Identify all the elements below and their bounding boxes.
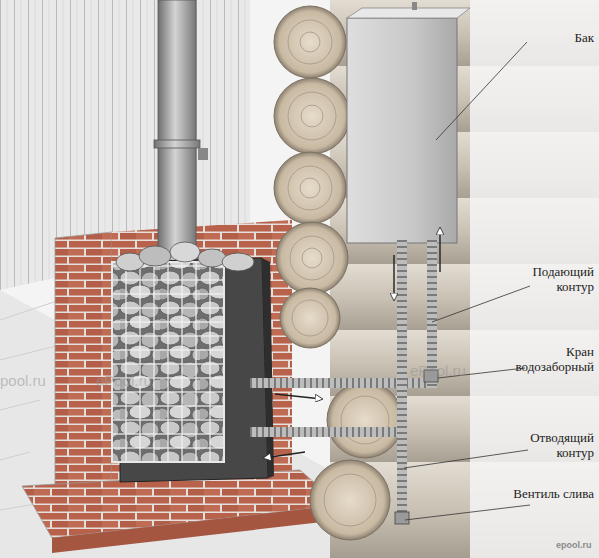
watermark: ePool.ru <box>96 372 152 389</box>
part-label: Подающий контур <box>498 264 594 294</box>
part-label: Бак <box>470 30 594 45</box>
drain-valve <box>395 512 409 524</box>
brick-base <box>52 505 340 553</box>
pipe-damper <box>198 148 208 160</box>
floor-planks <box>0 300 60 510</box>
watermark: pool.ru <box>0 372 46 389</box>
part-label: Кран водозаборный <box>498 344 594 374</box>
watermark: ePool.ru <box>410 362 466 379</box>
part-label: Вентиль слива <box>498 486 594 501</box>
part-label: Отводящий контур <box>498 430 594 460</box>
brick-wall <box>55 232 112 492</box>
flow-arrows <box>264 228 440 458</box>
stone-heap <box>116 242 254 271</box>
water-tank <box>347 18 457 243</box>
chimney-pipe <box>158 0 196 262</box>
pipe-clamp <box>154 140 200 148</box>
stove-side <box>262 258 274 478</box>
stones <box>112 262 224 462</box>
watermark: epool.ru <box>556 540 592 550</box>
tank-lid <box>347 8 470 18</box>
leader-lines <box>404 42 530 520</box>
brick-wall <box>112 220 292 482</box>
pipes <box>250 240 432 515</box>
tank-vent <box>412 2 417 10</box>
stone-cage <box>112 262 224 462</box>
